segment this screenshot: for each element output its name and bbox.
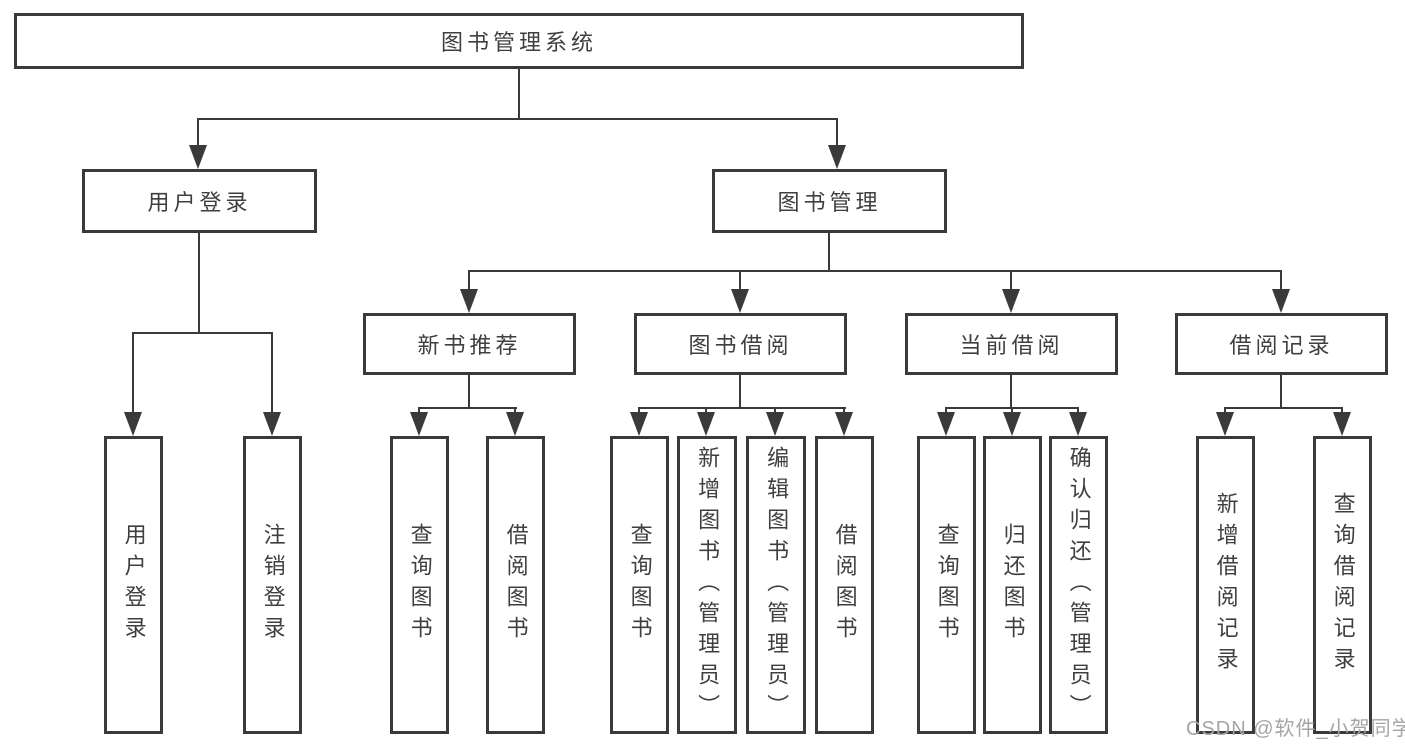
connector-vline [774,407,776,415]
connector-vline [1011,407,1013,415]
connector-vline [514,407,516,415]
connector-vline [1280,270,1282,292]
connector-vline [1010,270,1012,292]
connector-vline [198,231,200,334]
arrowhead-down-icon [835,412,853,436]
leaf-add-books-admin: 新增图书（管理员） [677,436,737,734]
arrowhead-down-icon [124,412,142,436]
leaf-label: 借阅图书 [503,523,529,647]
leaf-label: 借阅图书 [832,523,858,647]
arrowhead-down-icon [1216,412,1234,436]
leaf-user-login: 用户登录 [104,436,163,734]
connector-hline [1224,407,1343,409]
leaf-query-borrow-record: 查询借阅记录 [1313,436,1372,734]
leaf-add-borrow-record: 新增借阅记录 [1196,436,1255,734]
connector-vline [132,332,134,414]
connector-vline [1341,407,1343,415]
leaf-label: 查询图书 [407,523,433,647]
leaf-label: 确认归还（管理员） [1066,445,1092,725]
connector-vline [836,118,838,148]
connector-vline [197,118,199,148]
arrowhead-down-icon [460,289,478,313]
connector-vline [705,407,707,415]
node-label: 当前借阅 [959,333,1064,358]
leaf-label: 查询借阅记录 [1330,492,1356,678]
arrowhead-down-icon [1003,412,1021,436]
connector-hline [418,407,517,409]
leaf-label: 用户登录 [121,523,147,647]
connector-vline [518,68,520,120]
arrowhead-down-icon [1002,289,1020,313]
leaf-borrow-books: 借阅图书 [815,436,874,734]
node-book-management: 图书管理 [712,169,947,233]
watermark-text: CSDN @软件_小贺同学 [1186,718,1405,740]
connector-vline [1224,407,1226,415]
connector-hline [638,407,846,409]
connector-vline [468,270,470,292]
connector-hline [197,118,838,120]
connector-vline [271,332,273,414]
node-label: 用户登录 [147,190,252,215]
node-user-login: 用户登录 [82,169,317,233]
node-book-borrow: 图书借阅 [634,313,847,375]
connector-vline [638,407,640,415]
arrowhead-down-icon [1333,412,1351,436]
connector-vline [945,407,947,415]
leaf-label: 编辑图书（管理员） [764,445,790,725]
leaf-label: 新增借阅记录 [1213,492,1239,678]
leaf-label: 新增图书（管理员） [695,445,721,725]
node-library-system: 图书管理系统 [14,13,1024,69]
connector-vline [1077,407,1079,415]
node-label: 图书管理系统 [440,30,597,55]
arrowhead-down-icon [731,289,749,313]
leaf-label: 归还图书 [1000,523,1026,647]
arrowhead-down-icon [630,412,648,436]
connector-vline [418,407,420,415]
leaf-label: 查询图书 [627,523,653,647]
leaf-label: 注销登录 [260,523,286,647]
leaf-label: 查询图书 [934,523,960,647]
leaf-query-books: 查询图书 [917,436,976,734]
connector-vline [1010,373,1012,409]
node-current-borrow: 当前借阅 [905,313,1118,375]
node-label: 新书推荐 [417,333,522,358]
connector-vline [468,373,470,409]
leaf-edit-books-admin: 编辑图书（管理员） [746,436,806,734]
node-label: 图书借阅 [688,333,793,358]
node-new-book-recommend: 新书推荐 [363,313,576,375]
arrowhead-down-icon [828,145,846,169]
arrowhead-down-icon [1069,412,1087,436]
arrowhead-down-icon [410,412,428,436]
leaf-return-books: 归还图书 [983,436,1042,734]
connector-vline [843,407,845,415]
leaf-confirm-return-admin: 确认归还（管理员） [1049,436,1108,734]
connector-hline [132,332,273,334]
connector-vline [739,373,741,409]
connector-vline [1280,373,1282,409]
connector-vline [828,231,830,272]
arrowhead-down-icon [263,412,281,436]
node-label: 图书管理 [777,190,882,215]
connector-hline [469,270,1282,272]
node-label: 借阅记录 [1229,333,1334,358]
arrowhead-down-icon [766,412,784,436]
arrowhead-down-icon [697,412,715,436]
arrowhead-down-icon [506,412,524,436]
node-borrow-record: 借阅记录 [1175,313,1388,375]
arrowhead-down-icon [189,145,207,169]
arrowhead-down-icon [937,412,955,436]
connector-vline [739,270,741,292]
leaf-query-books: 查询图书 [390,436,449,734]
leaf-borrow-books: 借阅图书 [486,436,545,734]
leaf-query-books: 查询图书 [610,436,669,734]
arrowhead-down-icon [1272,289,1290,313]
leaf-logout: 注销登录 [243,436,302,734]
